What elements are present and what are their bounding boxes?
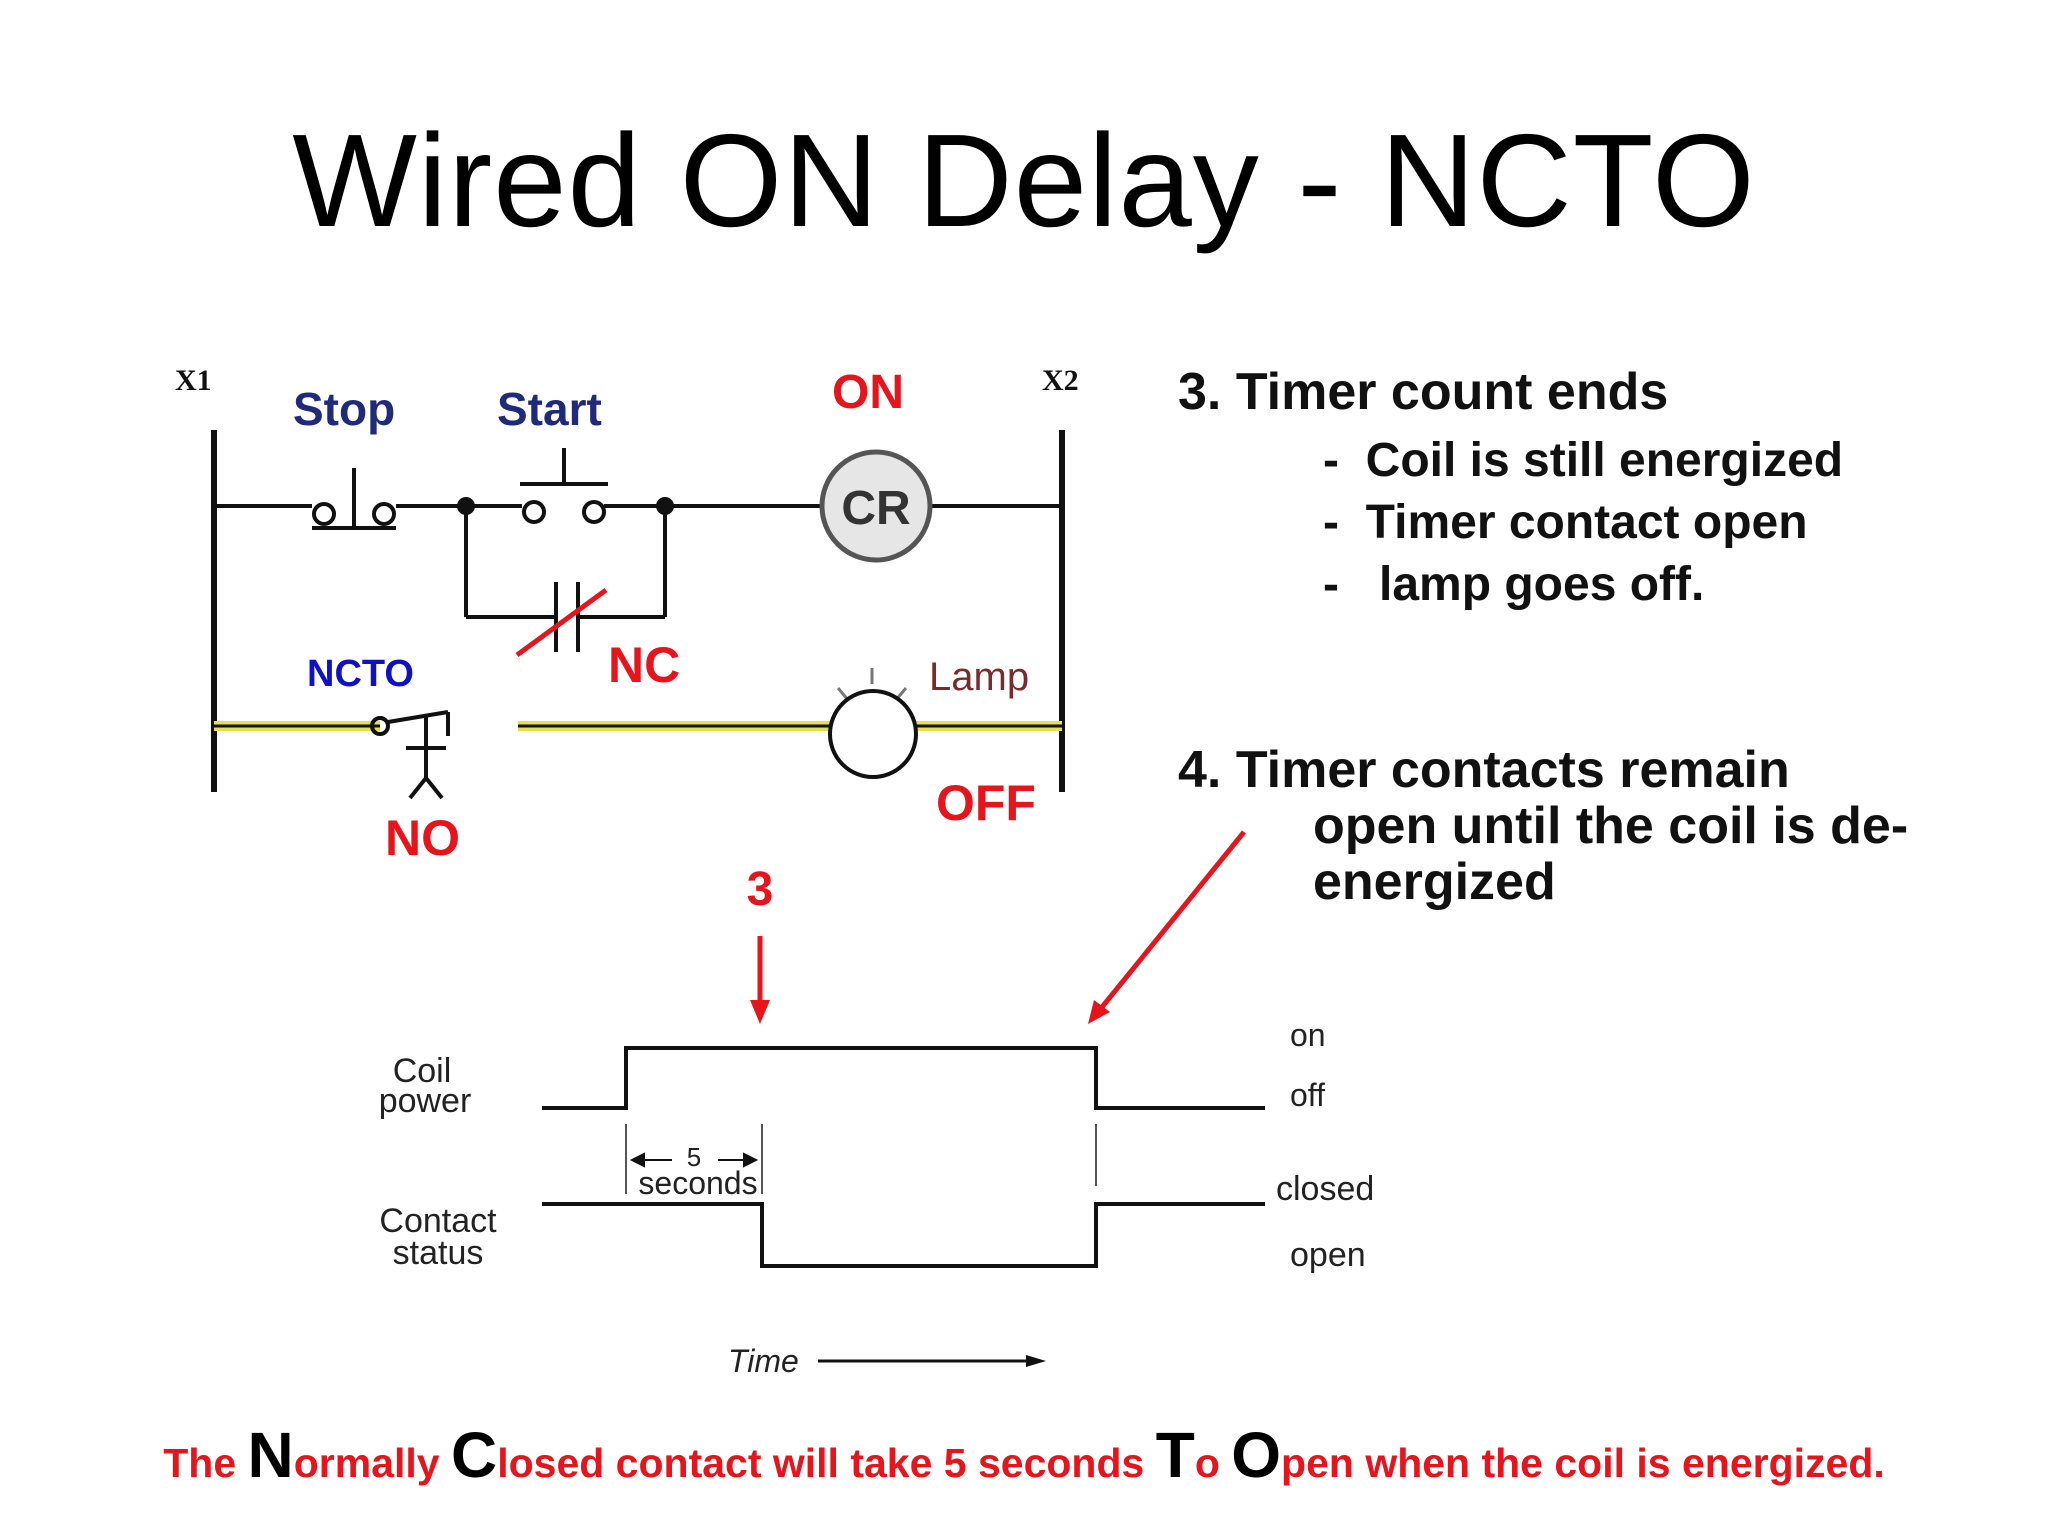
- step-4-notes: 4. Timer contacts remain open until the …: [1178, 742, 2038, 910]
- cr-coil-symbol: [819, 449, 933, 563]
- seal-in-contact-symbol: [554, 582, 580, 652]
- coil-label-2: power: [379, 1082, 472, 1120]
- start-label: Start: [497, 383, 602, 435]
- delay-unit: seconds: [638, 1165, 757, 1201]
- step-3-heading: 3. Timer count ends: [1178, 363, 1669, 421]
- state-off: off: [1290, 1077, 1325, 1113]
- state-closed: closed: [1276, 1170, 1374, 1208]
- footer-initial-n: N: [247, 1419, 294, 1491]
- step-3-item: - Timer contact open: [1323, 496, 1808, 549]
- delay-dimension: [629, 1152, 759, 1168]
- off-label: OFF: [936, 775, 1036, 831]
- footer-part: losed contact will take 5 seconds: [497, 1440, 1156, 1486]
- footer-part: ormally: [293, 1440, 451, 1486]
- junction-left: [457, 497, 475, 515]
- x2-label: X2: [1042, 364, 1079, 397]
- step-3-item: - lamp goes off.: [1323, 558, 1705, 611]
- step-3-notes: 3. Timer count ends - Coil is still ener…: [1178, 362, 1843, 616]
- marker-3-label: 3: [747, 863, 774, 916]
- start-pushbutton-symbol: [520, 448, 608, 524]
- state-open: open: [1290, 1236, 1366, 1274]
- lamp-label: Lamp: [929, 655, 1029, 699]
- lamp-symbol: [828, 689, 918, 779]
- no-label: NO: [385, 810, 460, 866]
- stop-pushbutton-symbol: [312, 468, 396, 530]
- timing-guides: [625, 1124, 1097, 1194]
- footer-initial-c: C: [450, 1419, 498, 1491]
- time-label: Time: [728, 1343, 799, 1379]
- ncto-definition: The Normally Closed contact will take 5 …: [0, 1418, 2048, 1492]
- coil-label-1: Coil: [393, 1052, 452, 1090]
- slide-title: Wired ON Delay - NCTO: [292, 107, 1756, 254]
- rung-1: [214, 504, 1062, 619]
- nc-label: NC: [608, 637, 680, 693]
- state-on: on: [1290, 1017, 1326, 1053]
- contact-label-1: Contact: [379, 1202, 497, 1240]
- contact-status-trace: [542, 1202, 1265, 1268]
- ncto-contact-symbol: [370, 710, 450, 800]
- step4-arrow: [1096, 830, 1246, 1014]
- footer-initial-o: O: [1231, 1419, 1282, 1491]
- footer-part: pen when the coil is energized.: [1281, 1440, 1885, 1486]
- cr-label: CR: [841, 482, 910, 535]
- step-4-line-2: open until the coil is de-: [1313, 797, 1909, 855]
- coil-power-trace: [542, 1046, 1265, 1110]
- junction-right: [656, 497, 674, 515]
- step-4-line-1: 4. Timer contacts remain: [1178, 741, 1790, 799]
- contact-label-2: status: [393, 1234, 484, 1272]
- footer-part: The: [163, 1440, 248, 1486]
- stop-label: Stop: [293, 383, 395, 435]
- on-label: ON: [832, 366, 904, 419]
- step-4-line-3: energized: [1313, 853, 1556, 911]
- step-3-item: - Coil is still energized: [1323, 434, 1844, 487]
- delay-value: 5: [687, 1142, 701, 1172]
- contact-strike-line: [515, 587, 608, 658]
- footer-initial-t: T: [1155, 1419, 1195, 1491]
- x1-label: X1: [175, 364, 212, 397]
- ncto-label: NCTO: [307, 653, 414, 695]
- footer-part: o: [1194, 1440, 1232, 1486]
